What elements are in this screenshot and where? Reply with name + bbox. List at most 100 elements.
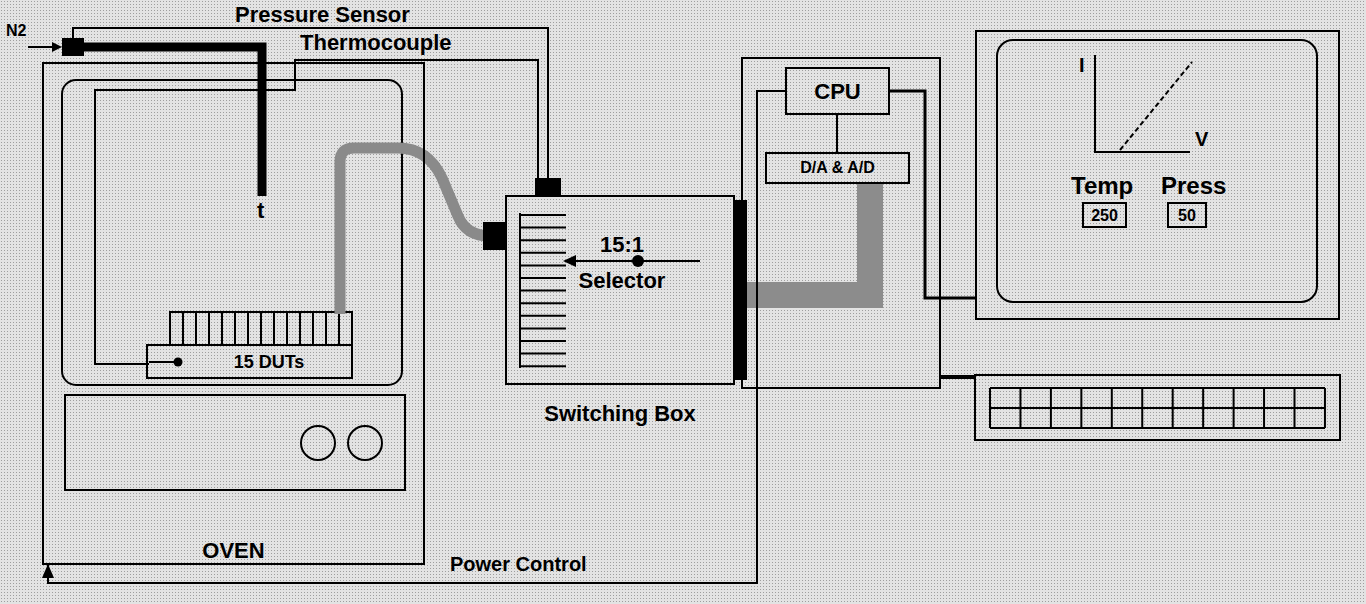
wire-label: Pressure Sensor	[235, 2, 410, 27]
gas-pipe	[84, 47, 262, 196]
video-cable	[890, 91, 975, 298]
connector-label: Thermocouple	[300, 30, 452, 55]
contact-line	[520, 315, 566, 317]
contact-line	[520, 290, 566, 292]
socket-line	[234, 312, 236, 345]
monitor: IVTempPress25050	[975, 30, 1340, 320]
gas-fitting	[62, 38, 84, 56]
contact-line	[520, 252, 566, 254]
cpu-label: CPU	[814, 79, 860, 104]
connector-label: Power Control	[450, 553, 587, 576]
key-divider	[1202, 388, 1204, 428]
contact-line	[520, 214, 566, 216]
oven-panel	[65, 395, 405, 490]
graph-curve	[1120, 62, 1192, 150]
switching-box: 15:1 SelectorSwitching Box	[505, 195, 735, 385]
socket-line	[182, 312, 184, 345]
key-divider	[1080, 388, 1082, 428]
oven-label: OVEN	[202, 538, 264, 563]
key-divider	[1141, 388, 1143, 428]
contact-line	[520, 353, 566, 355]
oven-housing: OVEN 15 DUTs	[42, 62, 425, 565]
oven-chamber	[62, 80, 402, 385]
socket-line	[299, 312, 301, 345]
socket-line	[221, 312, 223, 345]
key-divider	[1263, 388, 1265, 428]
keyboard-case	[975, 375, 1340, 440]
oven-knob	[301, 426, 335, 460]
pressure-sensor-wire	[73, 28, 548, 178]
readout-title: Press	[1161, 172, 1226, 200]
contact-line	[520, 327, 566, 329]
monitor-screen	[997, 40, 1317, 302]
key-divider	[1294, 388, 1296, 428]
cpu-box: CPU	[785, 67, 890, 115]
converter-label: D/A & A/D	[800, 159, 874, 177]
computer-case	[742, 58, 940, 388]
oven-drawing	[62, 80, 405, 490]
axis-label: I	[1079, 54, 1085, 77]
keyboard-cable	[940, 375, 975, 379]
key-divider	[1172, 388, 1174, 428]
bus-line	[836, 115, 838, 152]
graph-axes	[1095, 55, 1190, 152]
socket-line	[338, 312, 340, 345]
key-divider	[1324, 388, 1326, 428]
dut-sockets	[147, 312, 352, 378]
hose-connector	[483, 222, 505, 250]
readout-title: Temp	[1071, 172, 1133, 200]
key-row	[990, 407, 1325, 409]
power-control-line	[48, 91, 785, 583]
key-divider	[989, 388, 991, 428]
selector-arrow	[563, 255, 576, 267]
socket-line	[312, 312, 314, 345]
dut-label: 15 DUTs	[234, 352, 305, 373]
selector-contacts	[520, 213, 700, 368]
sensor-tip-label: t	[257, 198, 264, 223]
pressure-readout: 50	[1167, 202, 1207, 228]
socket-line	[286, 312, 288, 345]
socket-line	[273, 312, 275, 345]
thermocouple-tip	[174, 358, 183, 367]
key-divider	[1019, 388, 1021, 428]
readout-value: 250	[1091, 207, 1118, 225]
temp-readout: 250	[1082, 202, 1127, 228]
socket-line	[208, 312, 210, 345]
socket-strip	[170, 312, 352, 345]
screen-outline	[997, 40, 1317, 302]
switching-box-label: Switching Box	[544, 401, 696, 426]
cable-connector	[735, 200, 747, 380]
gas-inlet-line	[28, 46, 58, 48]
contact-line	[520, 227, 566, 229]
sample-hose	[340, 148, 505, 314]
contact-line	[520, 239, 566, 241]
key-divider	[1233, 388, 1235, 428]
key-row	[990, 387, 1325, 389]
contact-line	[520, 302, 566, 304]
key-divider	[1050, 388, 1052, 428]
contact-line	[520, 365, 566, 367]
sensor-connector	[535, 178, 561, 195]
contact-bus	[519, 213, 521, 368]
gas-supply	[28, 28, 548, 196]
dut-board: 15 DUTs	[149, 314, 354, 380]
keyboard	[940, 375, 1340, 440]
oven-knob	[348, 426, 382, 460]
converter-box: D/A & A/D	[765, 152, 910, 184]
gas-inlet-arrow	[52, 42, 62, 52]
contact-line	[520, 264, 566, 266]
socket-line	[195, 312, 197, 345]
key-row	[990, 427, 1325, 429]
gas-label: N2	[6, 22, 26, 40]
selector-arm	[565, 260, 700, 262]
thermocouple-wire	[95, 60, 538, 364]
dut-box-outline	[147, 345, 352, 378]
thermocouple-stub	[149, 361, 178, 363]
selector-label: 15:1 Selector	[572, 227, 672, 299]
contact-line	[520, 277, 566, 279]
readout-value: 50	[1178, 207, 1196, 225]
socket-line	[260, 312, 262, 345]
